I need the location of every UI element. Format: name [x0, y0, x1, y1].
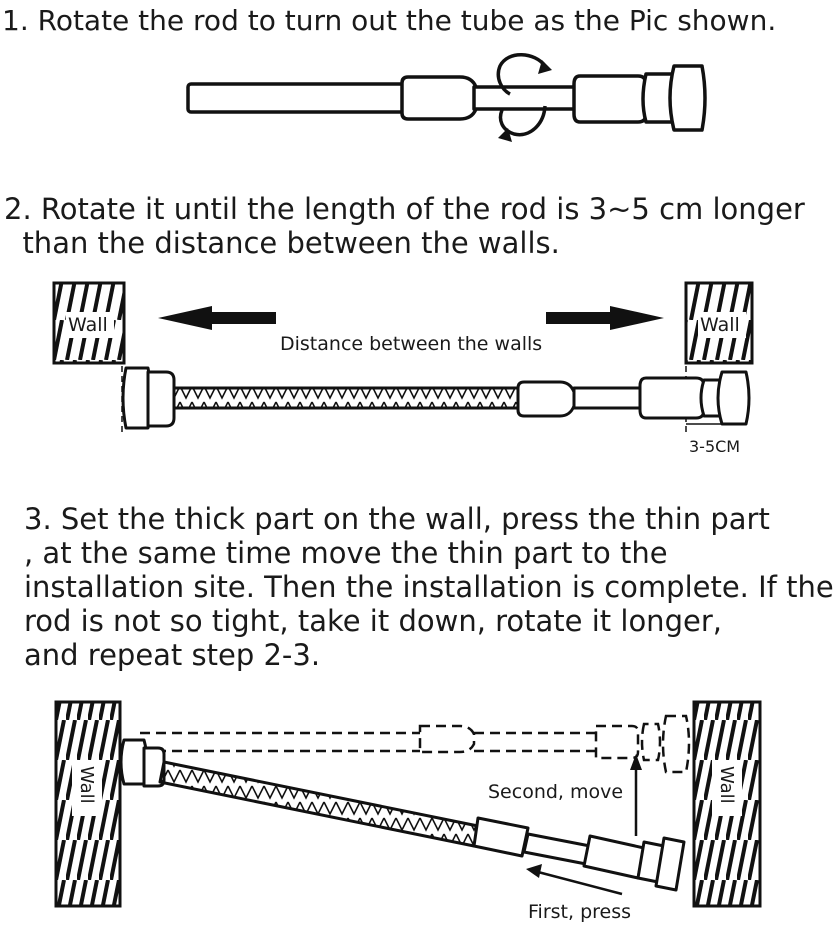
left-wall-3-label-bg — [72, 760, 102, 816]
arrow-right-icon — [546, 306, 664, 330]
step-3-line-2: , at the same time move the thin part to… — [24, 536, 668, 570]
gap-label: 3-5CM — [689, 437, 740, 456]
left-wall-label: Wall — [68, 314, 108, 336]
press-arrow-icon — [526, 864, 623, 896]
step-2-rod — [121, 366, 751, 432]
left-wall-label-bg — [66, 312, 114, 338]
inner-tube-3 — [522, 832, 592, 866]
inner-tube — [472, 85, 582, 111]
rotate-arrow-icon — [496, 53, 552, 142]
spring-tube — [172, 386, 526, 410]
right-wall-3: Wall — [692, 700, 762, 908]
end-collar-3 — [582, 834, 646, 880]
left-end-collar — [146, 370, 176, 428]
right-wall-label: Wall — [700, 314, 740, 336]
distance-arrows — [158, 306, 664, 330]
spring-tube-3 — [158, 760, 480, 848]
left-wall-3-label: Wall — [76, 766, 97, 804]
step-1-rod — [186, 64, 707, 132]
lock-collar — [400, 75, 478, 121]
right-wall-3-label: Wall — [716, 766, 737, 804]
step-3-line-3: installation site. Then the installation… — [24, 570, 834, 604]
step-3-text: 3. Set the thick part on the wall, press… — [24, 502, 834, 672]
end-collar — [572, 74, 648, 124]
inner-tube-2 — [572, 386, 648, 410]
right-wall-label-bg — [698, 312, 746, 338]
step-3-line-4: rod is not so tight, take it down, rotat… — [24, 604, 722, 638]
lock-collar-2 — [516, 380, 576, 418]
end-cap-2 — [716, 370, 751, 426]
end-cap — [668, 64, 707, 132]
step-2-text: 2. Rotate it until the length of the rod… — [4, 192, 805, 260]
move-arrow-icon — [630, 754, 642, 836]
end-cap-3 — [654, 836, 686, 892]
step-3-line-5: and repeat step 2-3. — [24, 638, 321, 672]
step-3-line-1: 3. Set the thick part on the wall, press… — [24, 502, 770, 536]
step-2-line-1: 2. Rotate it until the length of the rod… — [4, 192, 805, 226]
right-wall-3-label-bg — [712, 760, 742, 816]
first-press-label: First, press — [528, 901, 631, 923]
distance-label: Distance between the walls — [280, 333, 542, 355]
second-move-label: Second, move — [488, 781, 623, 803]
outer-tube — [186, 82, 410, 114]
left-wall-2: Wall — [52, 281, 126, 365]
arrow-left-icon — [158, 306, 276, 330]
final-position-outline — [140, 714, 691, 774]
step-2-line-2: than the distance between the walls. — [22, 226, 560, 260]
step-3-rod — [119, 738, 686, 892]
end-collar-2 — [638, 376, 706, 420]
right-wall-2: Wall — [684, 281, 754, 365]
lock-collar-3 — [472, 816, 530, 858]
left-wall-3: Wall — [54, 700, 122, 908]
step-1-text: 1. Rotate the rod to turn out the tube a… — [2, 4, 777, 37]
